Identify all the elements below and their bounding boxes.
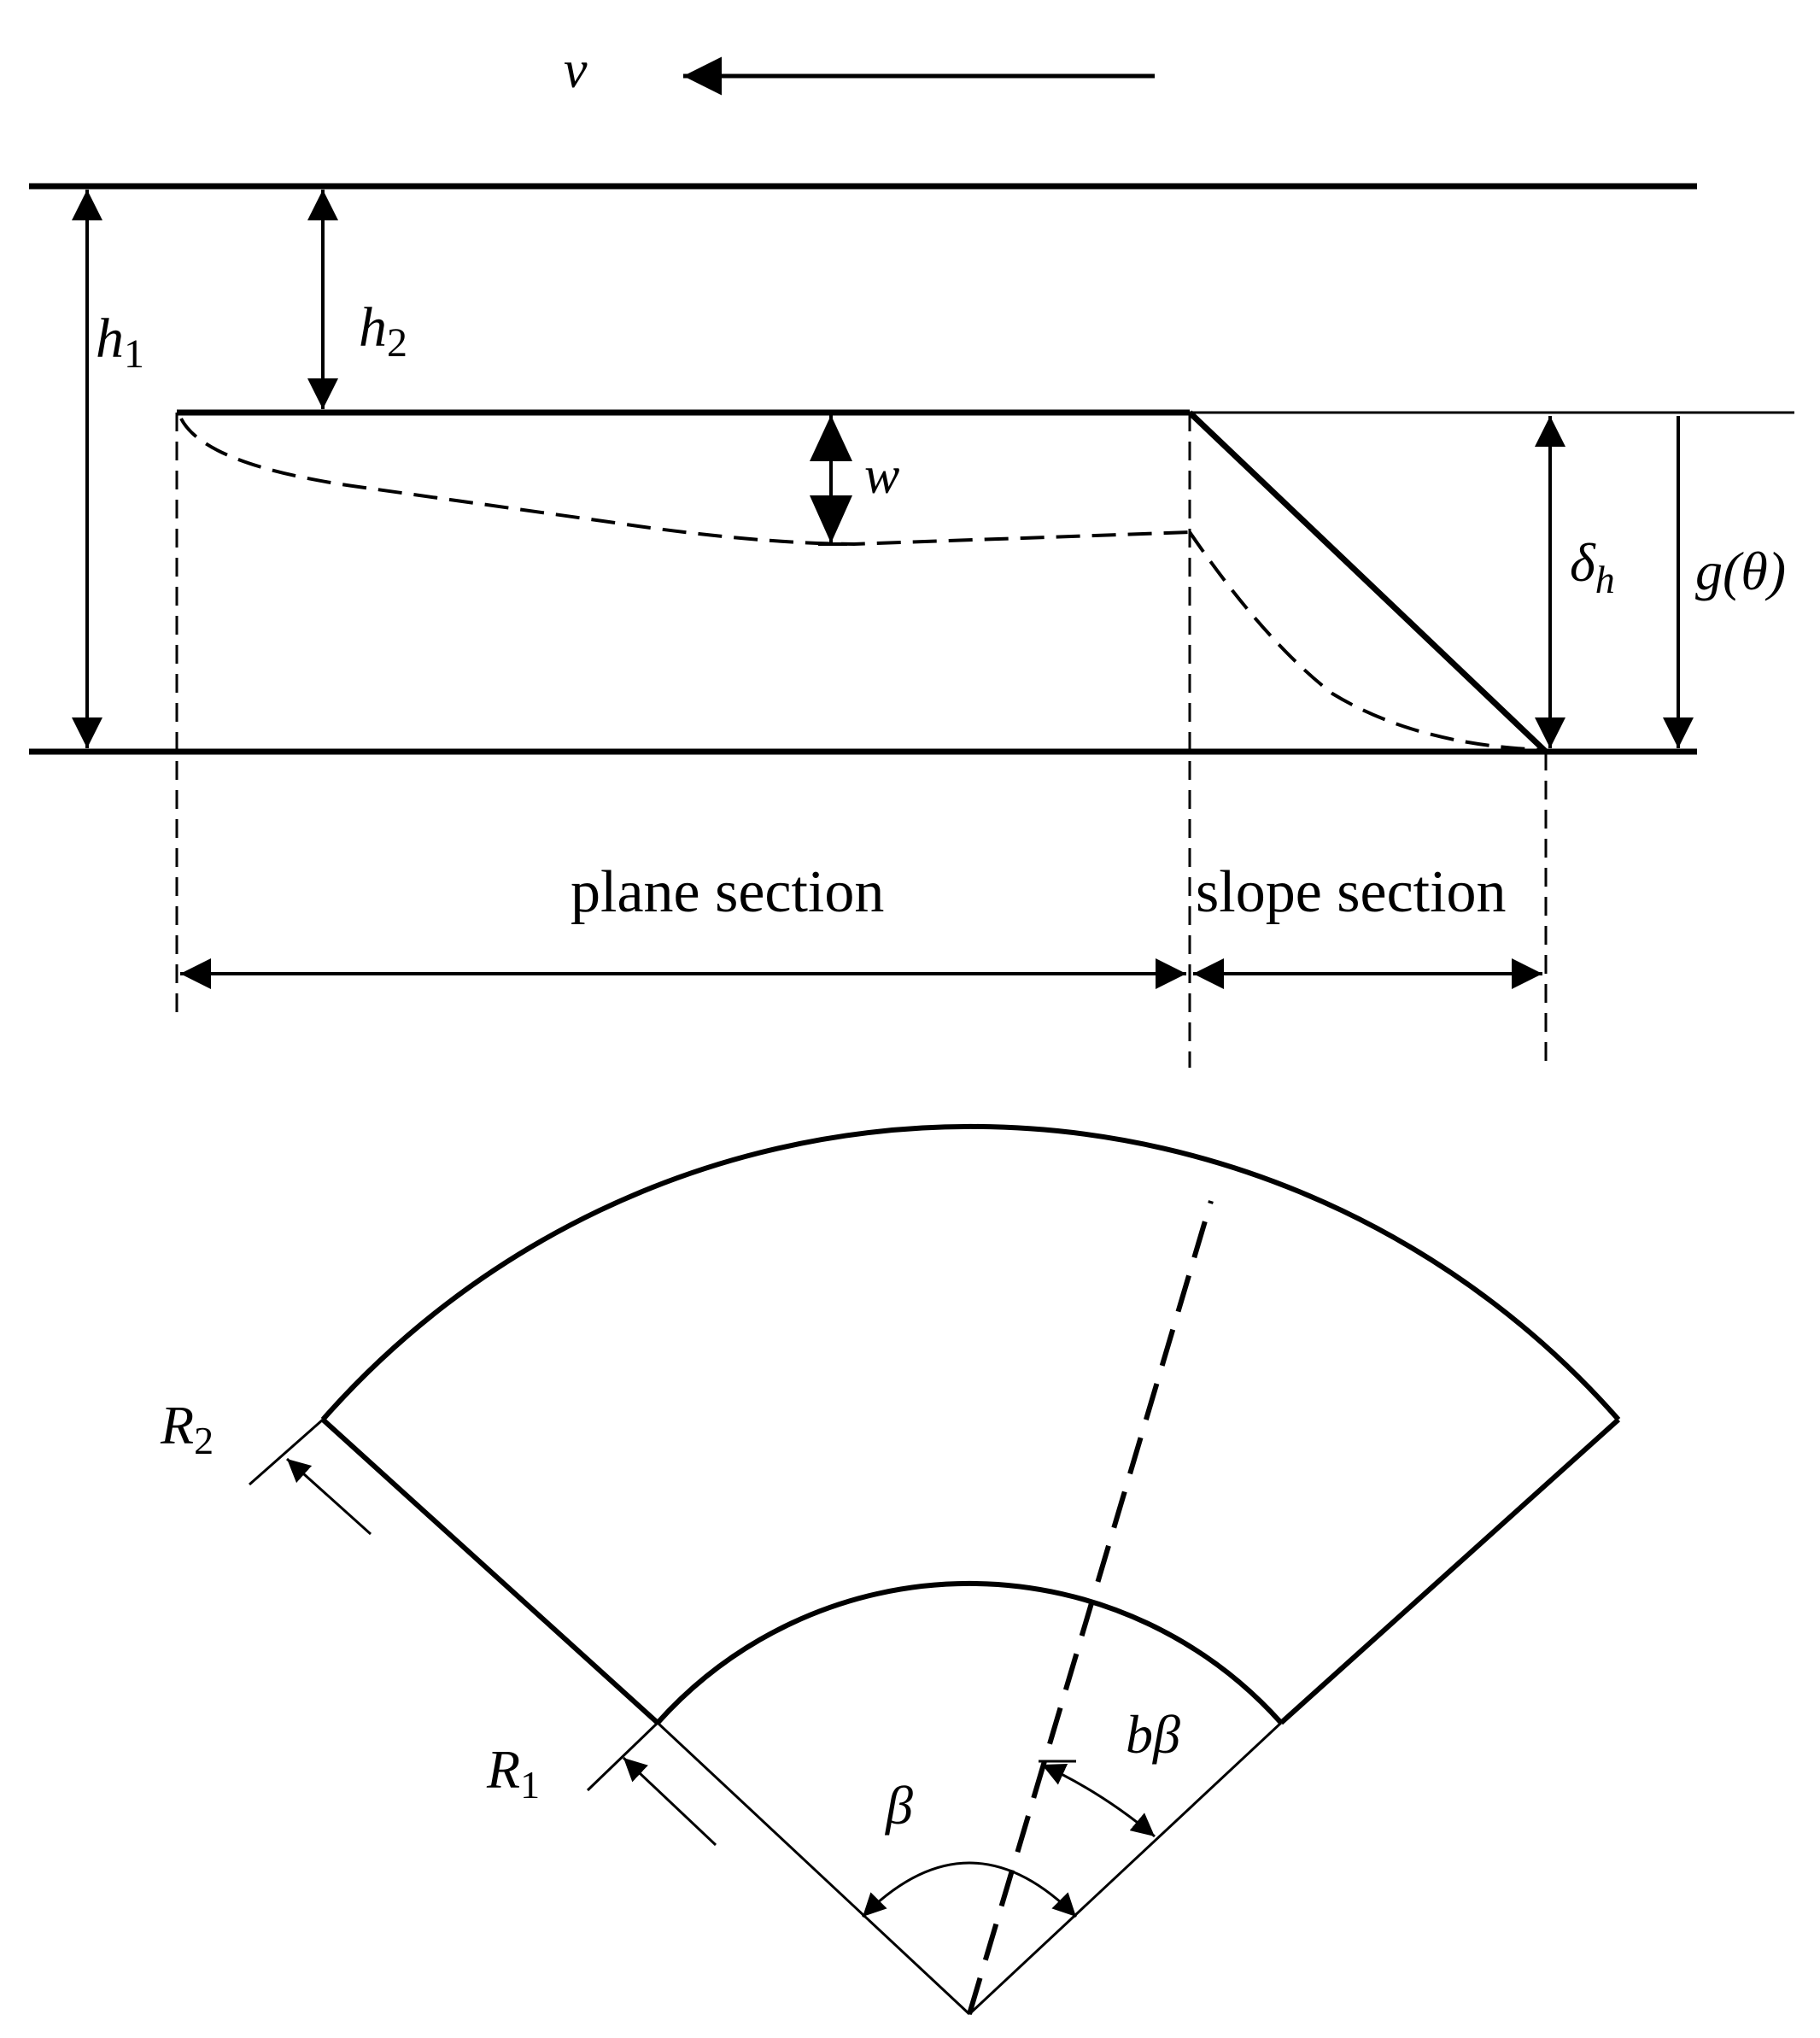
beta-angle-arc — [861, 1861, 1078, 1918]
g-theta-label: g(θ) — [1695, 541, 1786, 601]
deformed-profile-slope — [1188, 530, 1547, 752]
delta-h-label: δh — [1570, 532, 1615, 601]
h2-label: h2 — [359, 296, 407, 366]
h1-label: h1 — [96, 307, 144, 377]
sector-left-edge-inner — [656, 1721, 971, 2016]
sector-right-edge-outer — [1279, 1417, 1621, 1725]
b-beta-arrow — [1041, 1763, 1156, 1838]
r2-label: R2 — [160, 1395, 214, 1462]
inner-arc — [655, 1581, 1284, 1725]
deformed-profile-plane — [179, 418, 1191, 547]
plane-section-label: plane section — [571, 859, 884, 925]
r1-tick — [586, 1721, 659, 1792]
r1-arrow — [622, 1756, 717, 1847]
radial-dashed-line — [967, 1200, 1214, 2015]
velocity-label: v — [564, 41, 588, 99]
beta-label: β — [884, 1775, 913, 1836]
outer-arc — [320, 1124, 1621, 1421]
r2-arrow — [285, 1457, 372, 1536]
r2-tick — [249, 1418, 324, 1486]
pad-slope-surface — [1187, 410, 1548, 754]
r1-label: R1 — [486, 1739, 540, 1807]
b-beta-label: bβ — [1126, 1704, 1180, 1765]
sector-left-edge-outer — [320, 1417, 660, 1725]
w-dimension — [810, 415, 852, 546]
w-label: w — [864, 447, 899, 505]
slope-section-label: slope section — [1196, 859, 1507, 925]
sector-right-edge-inner — [968, 1721, 1283, 2016]
